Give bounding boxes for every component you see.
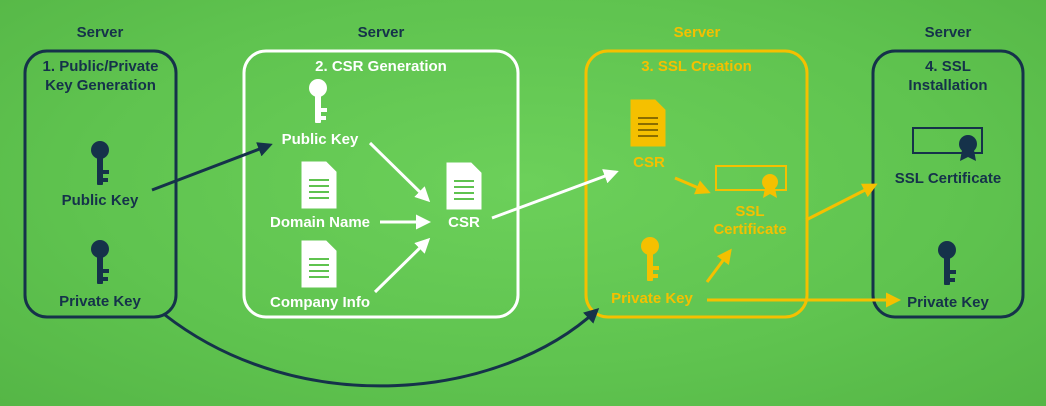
stage3-private-key-label: Private Key bbox=[611, 290, 693, 307]
stage2-title: 2. CSR Generation bbox=[315, 58, 447, 75]
private-key-icon bbox=[938, 241, 956, 285]
arrow-private-key-to-ssl-creation bbox=[164, 307, 600, 388]
stage1-title-line1: 1. Public/Private bbox=[42, 58, 159, 75]
stage3-title: 3. SSL Creation bbox=[641, 58, 752, 75]
stage2-box bbox=[242, 49, 520, 319]
stage2-domain-name-label: Domain Name bbox=[269, 214, 371, 231]
stage3-ssl-label-line1: SSL bbox=[735, 203, 765, 220]
stage1-public-key-label: Public Key bbox=[61, 192, 139, 209]
arrow-public-key-to-csr bbox=[368, 141, 431, 203]
company-document-icon bbox=[301, 240, 337, 288]
arrow-csr-to-ssl-creation bbox=[491, 169, 619, 220]
stage3-csr-label: CSR bbox=[633, 154, 665, 171]
stage1-box bbox=[23, 49, 178, 319]
stage4-title-line1: 4. SSL bbox=[925, 58, 971, 75]
private-key-icon bbox=[641, 237, 659, 281]
ssl-certificate-icon bbox=[715, 165, 787, 198]
stage2-server-label: Server bbox=[357, 24, 405, 41]
ssl-certificate-icon bbox=[912, 127, 983, 161]
stage4-ssl-certificate-label: SSL Certificate bbox=[894, 170, 1002, 187]
public-key-icon bbox=[309, 79, 327, 123]
csr-document-icon bbox=[446, 162, 482, 210]
csr-document-icon bbox=[630, 99, 666, 147]
stage4-server-label: Server bbox=[924, 24, 972, 41]
private-key-icon bbox=[91, 240, 109, 284]
stage1-private-key-label: Private Key bbox=[59, 293, 141, 310]
stage1-title-line2: Key Generation bbox=[45, 77, 156, 94]
domain-document-icon bbox=[301, 161, 337, 209]
stage4-title-line2: Installation bbox=[908, 77, 988, 94]
arrow-company-to-csr bbox=[373, 237, 431, 294]
arrow-csr-to-certificate bbox=[674, 176, 711, 195]
public-key-icon bbox=[91, 141, 109, 185]
arrow-private-key-to-certificate bbox=[705, 248, 732, 283]
arrow-public-key-to-csr-generation bbox=[151, 142, 273, 192]
stage2-csr-label: CSR bbox=[448, 214, 480, 231]
stage3-ssl-label-line2: Certificate bbox=[713, 221, 787, 238]
arrow-certificate-to-installation bbox=[805, 183, 878, 222]
stage4-private-key-label: Private Key bbox=[907, 294, 989, 311]
stage2-public-key-label: Public Key bbox=[281, 131, 359, 148]
stage3-server-label: Server bbox=[673, 24, 721, 41]
stage1-server-label: Server bbox=[76, 24, 124, 41]
stage2-company-info-label: Company Info bbox=[270, 294, 370, 311]
